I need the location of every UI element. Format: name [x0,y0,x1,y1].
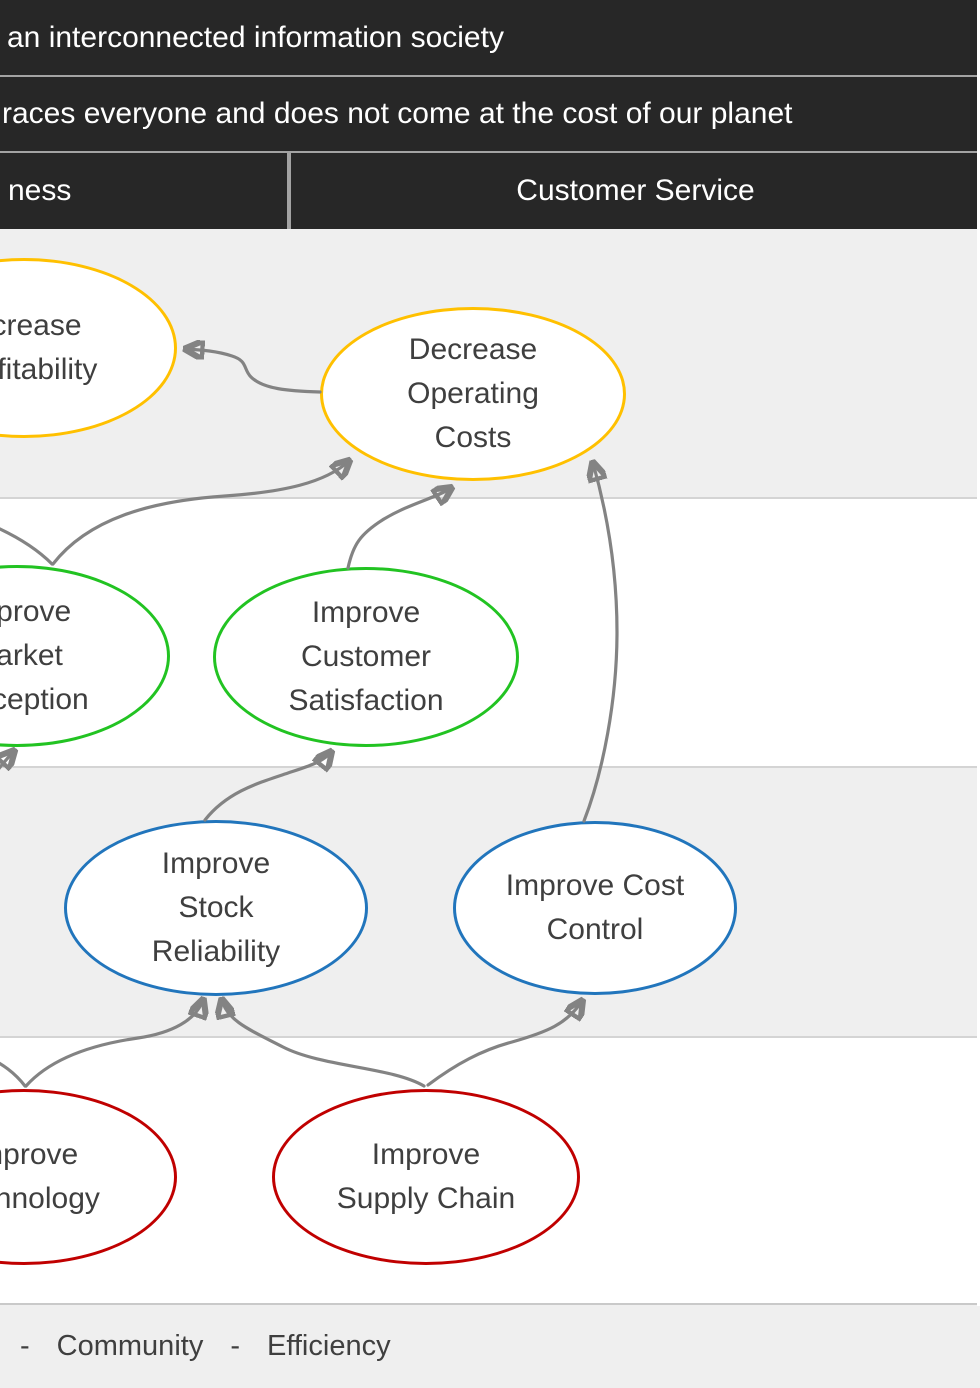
banner-text-mission: races everyone and does not come at the … [2,97,793,130]
footer-dash: - [20,1330,30,1362]
diagram-right-edge [977,0,980,1306]
banner-text-vision: an interconnected information society [7,20,504,54]
column-header-row: ness Customer Service [0,153,980,229]
node-label: Decrease Operating Costs [407,333,539,454]
bar-divider [0,151,980,153]
footer-value-efficiency: Efficiency [267,1330,391,1362]
node-improve-supply-chain: Improve Supply Chain [272,1089,580,1265]
node-improve-technology: Improve Technology [0,1089,177,1265]
banner-bar-vision: an interconnected information society [0,0,980,75]
banner-bar-mission: races everyone and does not come at the … [0,77,980,151]
node-label: Improve Market Perception [0,595,89,716]
footer-values-band: - Community - Efficiency [0,1305,980,1388]
node-label: Improve Cost Control [505,869,685,946]
column-divider [287,153,291,229]
column-header-business: ness [0,153,287,229]
node-label: Increase Profitability [0,309,98,386]
column-header-label: ness [8,174,72,207]
footer-values-list: - Community - Efficiency [20,1330,391,1363]
column-header-customer-service: Customer Service [291,153,980,229]
arrow-improve-customer-satisfaction-to-decrease-operating-costs [346,488,451,570]
band-separator [0,1303,980,1305]
footer-dash: - [230,1330,240,1362]
node-improve-cost-control: Improve Cost Control [453,821,737,995]
arrow-improve-market-perception-to-offscreen [0,527,54,566]
footer-value-community: Community [56,1330,204,1362]
node-improve-customer-satisfaction: Improve Customer Satisfaction [213,567,519,747]
node-label: Improve Technology [0,1138,100,1215]
node-decrease-operating-costs: Decrease Operating Costs [320,307,626,481]
band-separator [0,766,980,768]
node-label: Improve Customer Satisfaction [288,596,444,717]
column-header-label: Customer Service [516,174,755,207]
bar-divider [0,75,980,77]
band-separator [0,1036,980,1038]
band-separator [0,497,980,499]
node-improve-stock-reliability: Improve Stock Reliability [64,820,368,996]
arrow-improve-technology-to-offscreen [0,1061,27,1088]
node-label: Improve Stock Reliability [151,847,281,968]
node-label: Improve Supply Chain [336,1138,516,1215]
node-improve-market-perception: Improve Market Perception [0,565,170,747]
